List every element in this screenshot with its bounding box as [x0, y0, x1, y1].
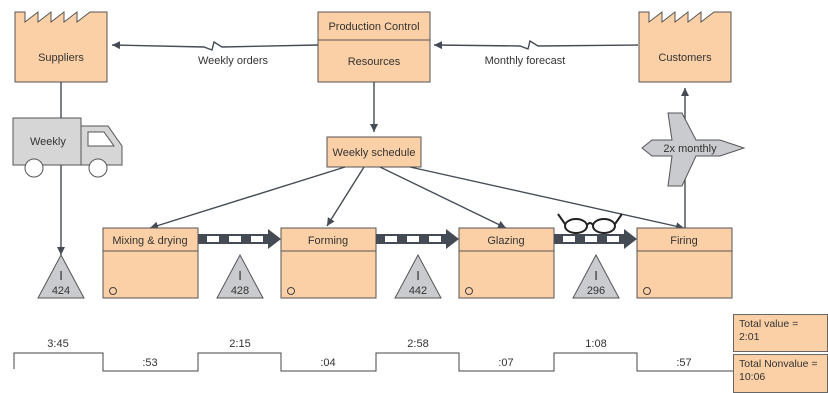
- production-control-box[interactable]: Production Control Resources: [317, 11, 431, 83]
- process-forming[interactable]: Forming: [280, 227, 377, 299]
- operator-icon: [643, 287, 651, 295]
- svg-text:I: I: [238, 268, 242, 283]
- push-arrow: [554, 229, 637, 249]
- airplane-label: 2x monthly: [663, 143, 717, 155]
- push-arrow: [376, 229, 459, 249]
- weekly-orders-label: Weekly orders: [198, 55, 269, 67]
- total-nonvalue: 10:06: [739, 371, 766, 383]
- inventory-triangle: I 424: [37, 253, 85, 299]
- process-glazing[interactable]: Glazing: [458, 227, 555, 299]
- production-control-subtitle: Resources: [348, 56, 401, 68]
- timeline-upper: 2:15: [229, 338, 250, 350]
- total-value-label: Total value =: [739, 318, 799, 330]
- process-label: Mixing & drying: [112, 235, 187, 247]
- process-mixing[interactable]: Mixing & drying: [102, 227, 199, 299]
- total-value: 2:01: [739, 331, 760, 343]
- inventory-count: 442: [409, 285, 427, 297]
- suppliers-factory[interactable]: Suppliers: [14, 10, 108, 83]
- svg-text:I: I: [59, 268, 63, 283]
- timeline-lower: :53: [142, 357, 157, 369]
- timeline-ladder: [13, 352, 733, 372]
- operator-icon: [465, 287, 473, 295]
- truck-label: Weekly: [30, 136, 66, 148]
- process-label: Firing: [670, 235, 698, 247]
- go-see-glasses-icon: [557, 213, 623, 234]
- timeline-lower: :07: [498, 357, 513, 369]
- inventory-triangle: I 428: [216, 253, 264, 299]
- schedule-arrows: [149, 166, 685, 231]
- svg-text:I: I: [594, 268, 598, 283]
- monthly-forecast-label: Monthly forecast: [485, 55, 566, 67]
- total-nonvalue-box: Total Nonvalue = 10:06: [733, 354, 828, 393]
- weekly-schedule-label: Weekly schedule: [333, 147, 416, 159]
- timeline-lower: :04: [320, 357, 335, 369]
- inventory-triangle: I 442: [394, 253, 442, 299]
- production-control-title: Production Control: [328, 21, 419, 33]
- suppliers-label: Suppliers: [38, 52, 84, 64]
- svg-text:I: I: [416, 268, 420, 283]
- customers-label: Customers: [658, 52, 712, 64]
- inventory-count: 424: [52, 285, 70, 297]
- weekly-orders-flow: [111, 40, 319, 51]
- timeline-lower: :57: [676, 357, 691, 369]
- weekly-schedule-box[interactable]: Weekly schedule: [326, 136, 422, 168]
- operator-icon: [109, 287, 117, 295]
- timeline-upper: 3:45: [47, 338, 68, 350]
- inventory-count: 296: [587, 285, 605, 297]
- process-label: Forming: [308, 235, 348, 247]
- operator-icon: [287, 287, 295, 295]
- airplane-icon: [641, 112, 746, 187]
- process-label: Glazing: [487, 235, 524, 247]
- customers-factory[interactable]: Customers: [638, 10, 732, 83]
- timeline-upper: 2:58: [407, 338, 428, 350]
- timeline-upper: 1:08: [585, 338, 606, 350]
- monthly-forecast-flow: [433, 39, 639, 50]
- inventory-triangle: I 296: [572, 253, 620, 299]
- process-firing[interactable]: Firing: [636, 227, 733, 299]
- inventory-count: 428: [231, 285, 249, 297]
- total-nonvalue-label: Total Nonvalue =: [739, 358, 818, 370]
- push-arrow: [198, 229, 281, 249]
- total-value-box: Total value = 2:01: [733, 314, 828, 352]
- truck-icon: [12, 117, 123, 178]
